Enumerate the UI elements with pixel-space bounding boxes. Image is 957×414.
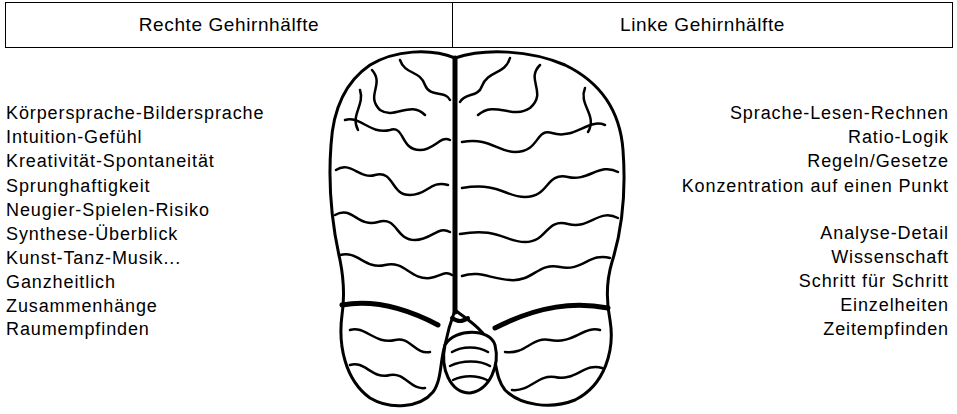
trait-label: Sprache-Lesen-Rechnen (730, 103, 949, 123)
trait-label: Ratio-Logik (848, 127, 949, 147)
header-cell: Linke Gehirnhälfte (453, 2, 953, 48)
trait-label: Regeln/Gesetze (807, 151, 949, 171)
trait-label: Konzentration auf einen Punkt (682, 176, 949, 196)
header-cell: Rechte Gehirnhälfte (5, 2, 453, 48)
trait-label: Analyse-Detail (820, 223, 949, 243)
trait-label: Ganzheitlich (6, 272, 116, 292)
trait-label: Raumempfinden (6, 319, 150, 339)
trait-label: Zusammenhänge (6, 296, 158, 316)
hemisphere-heading: Rechte Gehirnhälfte (139, 14, 319, 36)
trait-label: Intuition-Gefühl (6, 127, 142, 147)
trait-label: Kreativität-Spontaneität (6, 151, 215, 171)
trait-label: Neugier-Spielen-Risiko (6, 200, 210, 220)
trait-label: Einzelheiten (840, 295, 949, 315)
trait-label: Sprunghaftigkeit (6, 176, 151, 196)
hemisphere-heading: Linke Gehirnhälfte (620, 14, 785, 36)
trait-label: Synthese-Überblick (6, 224, 178, 244)
trait-label: Kunst-Tanz-Musik... (6, 248, 181, 268)
trait-label: Schritt für Schritt (799, 271, 949, 291)
trait-label: Zeitempfinden (823, 319, 949, 339)
trait-label: Wissenschaft (831, 247, 949, 267)
trait-label: Körpersprache-Bildersprache (6, 103, 264, 123)
